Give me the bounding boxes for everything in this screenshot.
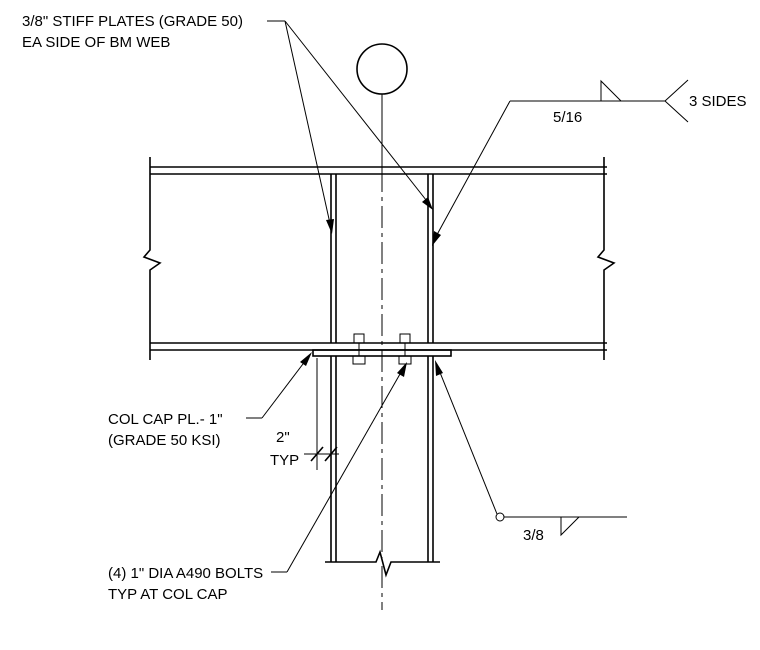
bolt-right-nut [398,355,412,365]
weld-bottom-size-label: 3/8 [523,527,544,544]
bolts-leader-diagonal [286,366,405,573]
bolt-right-head [399,333,411,344]
weld-bottom-leader [436,364,498,515]
col-cap-leader [246,352,312,419]
grid-bubble [356,43,408,95]
bolts-label-line2: TYP AT COL CAP [108,586,228,603]
beam [142,157,616,360]
dimension-value-label: 2" [276,429,290,446]
dimension-tick-left [310,446,324,462]
weld-top-note-label: 3 SIDES [689,93,747,110]
stiff-plates-label-line1: 3/8" STIFF PLATES (GRADE 50) [22,13,243,30]
stiff-plates-leader-left [284,20,332,229]
weld-top-leader [432,100,511,243]
stiff-plates-leader-right [284,20,431,206]
bolts [352,333,412,365]
stiff-plates-arrow-right [422,197,433,210]
dimension-note-label: TYP [270,452,299,469]
dimension-tick-right [324,446,338,462]
weld-bottom-fillet-symbol [560,516,580,537]
bolt-left-nut [352,355,366,365]
stiff-plates-leaders [267,20,433,234]
stiff-plates-label-line2: EA SIDE OF BM WEB [22,34,170,51]
col-cap-label-line1: COL CAP PL.- 1" [108,411,223,428]
col-cap-label-line2: (GRADE 50 KSI) [108,432,221,449]
beam-right-break-line [596,157,616,360]
weld-top-tail [664,79,689,123]
weld-top-fillet-symbol [600,79,623,102]
column [325,356,440,578]
weld-top-size-label: 5/16 [553,109,582,126]
weld-symbol-top [432,79,689,246]
weld-symbol-bottom [435,360,627,537]
dimension-2in [304,358,339,470]
weld-bottom-arrow [435,360,443,376]
column-break-line [325,549,440,578]
bolts-leader [271,362,407,573]
col-cap-arrow [300,352,312,366]
col-cap-leader-diagonal [261,355,310,419]
weld-top-arrow [432,231,441,246]
weld-all-around-symbol [495,512,505,522]
bolts-arrow [397,362,407,377]
bolt-left-head [353,333,365,344]
stiff-plates-arrow-left [326,219,334,234]
bolts-label-line1: (4) 1" DIA A490 BOLTS [108,565,263,582]
beam-left-break-line [142,157,162,360]
